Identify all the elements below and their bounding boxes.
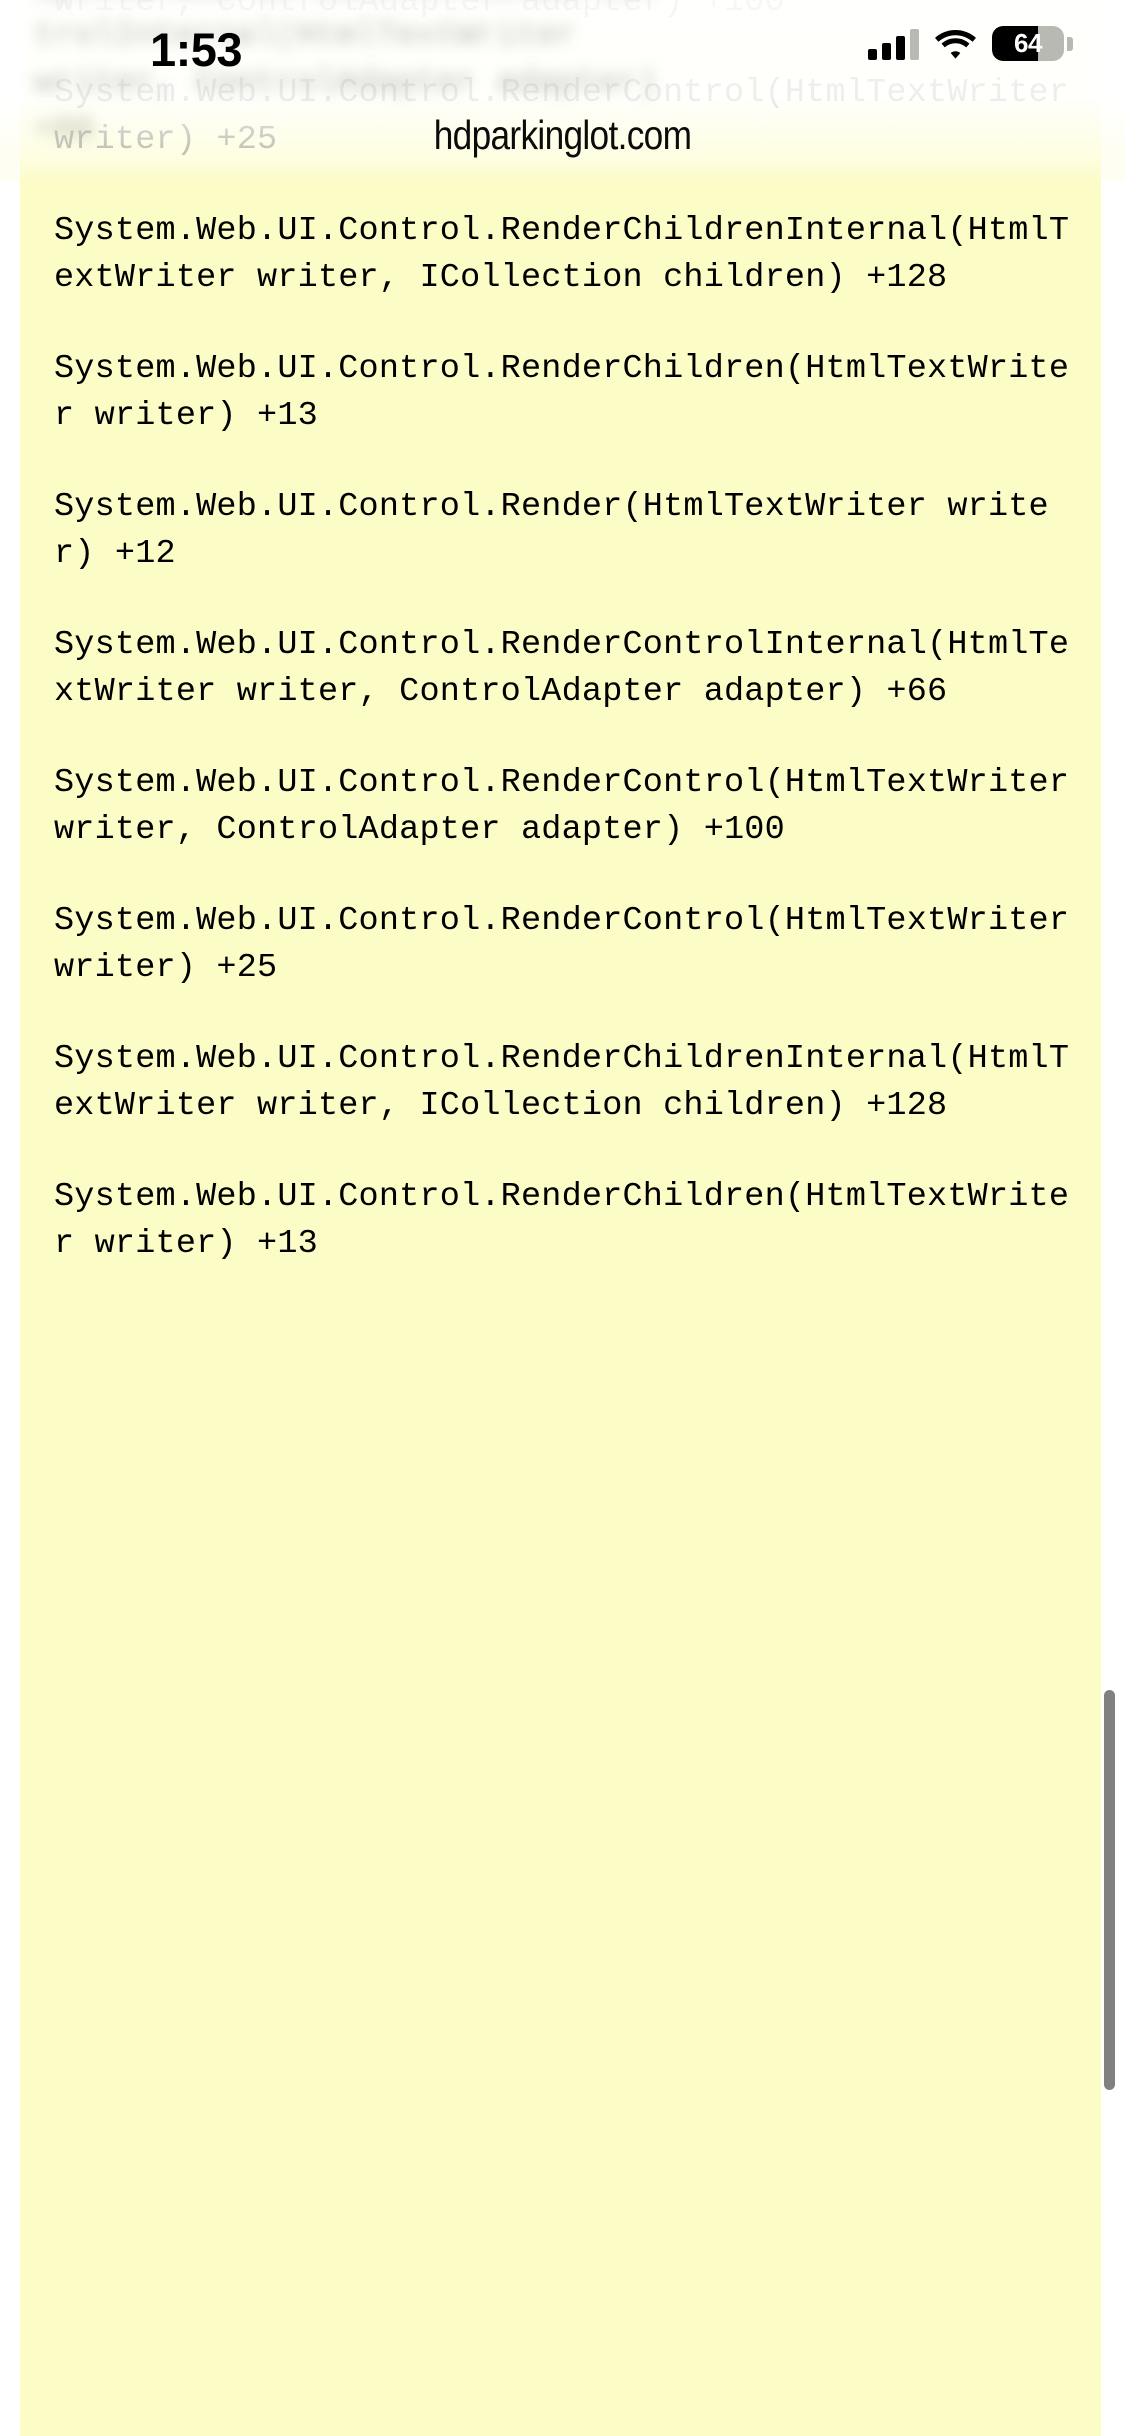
stack-frame: System.Web.UI.Control.RenderChildren(Htm… [54, 350, 1070, 435]
stack-frame: System.Web.UI.Control.RenderControl(Html… [54, 0, 785, 21]
stack-trace-list: System.Web.UI.Control.RenderControlInter… [20, 0, 1101, 1312]
stack-frame: System.Web.UI.Control.RenderChildren(Htm… [54, 1178, 1070, 1263]
vertical-scrollbar[interactable] [1104, 1690, 1115, 2090]
stack-frame: System.Web.UI.Control.RenderControl(Html… [54, 764, 1090, 849]
stack-frame: System.Web.UI.Control.RenderChildrenInte… [54, 1040, 1070, 1125]
stack-frame: System.Web.UI.Control.RenderControl(Html… [54, 902, 1090, 987]
stack-frame: System.Web.UI.Control.Render(HtmlTextWri… [54, 488, 1049, 573]
stack-frame: System.Web.UI.Control.RenderControl(Html… [54, 74, 1090, 159]
error-page-body: System.Web.UI.Control.RenderControlInter… [20, 0, 1101, 2436]
stack-frame: System.Web.UI.Control.RenderControlInter… [54, 626, 1070, 711]
stack-frame: System.Web.UI.Control.RenderChildrenInte… [54, 212, 1070, 297]
